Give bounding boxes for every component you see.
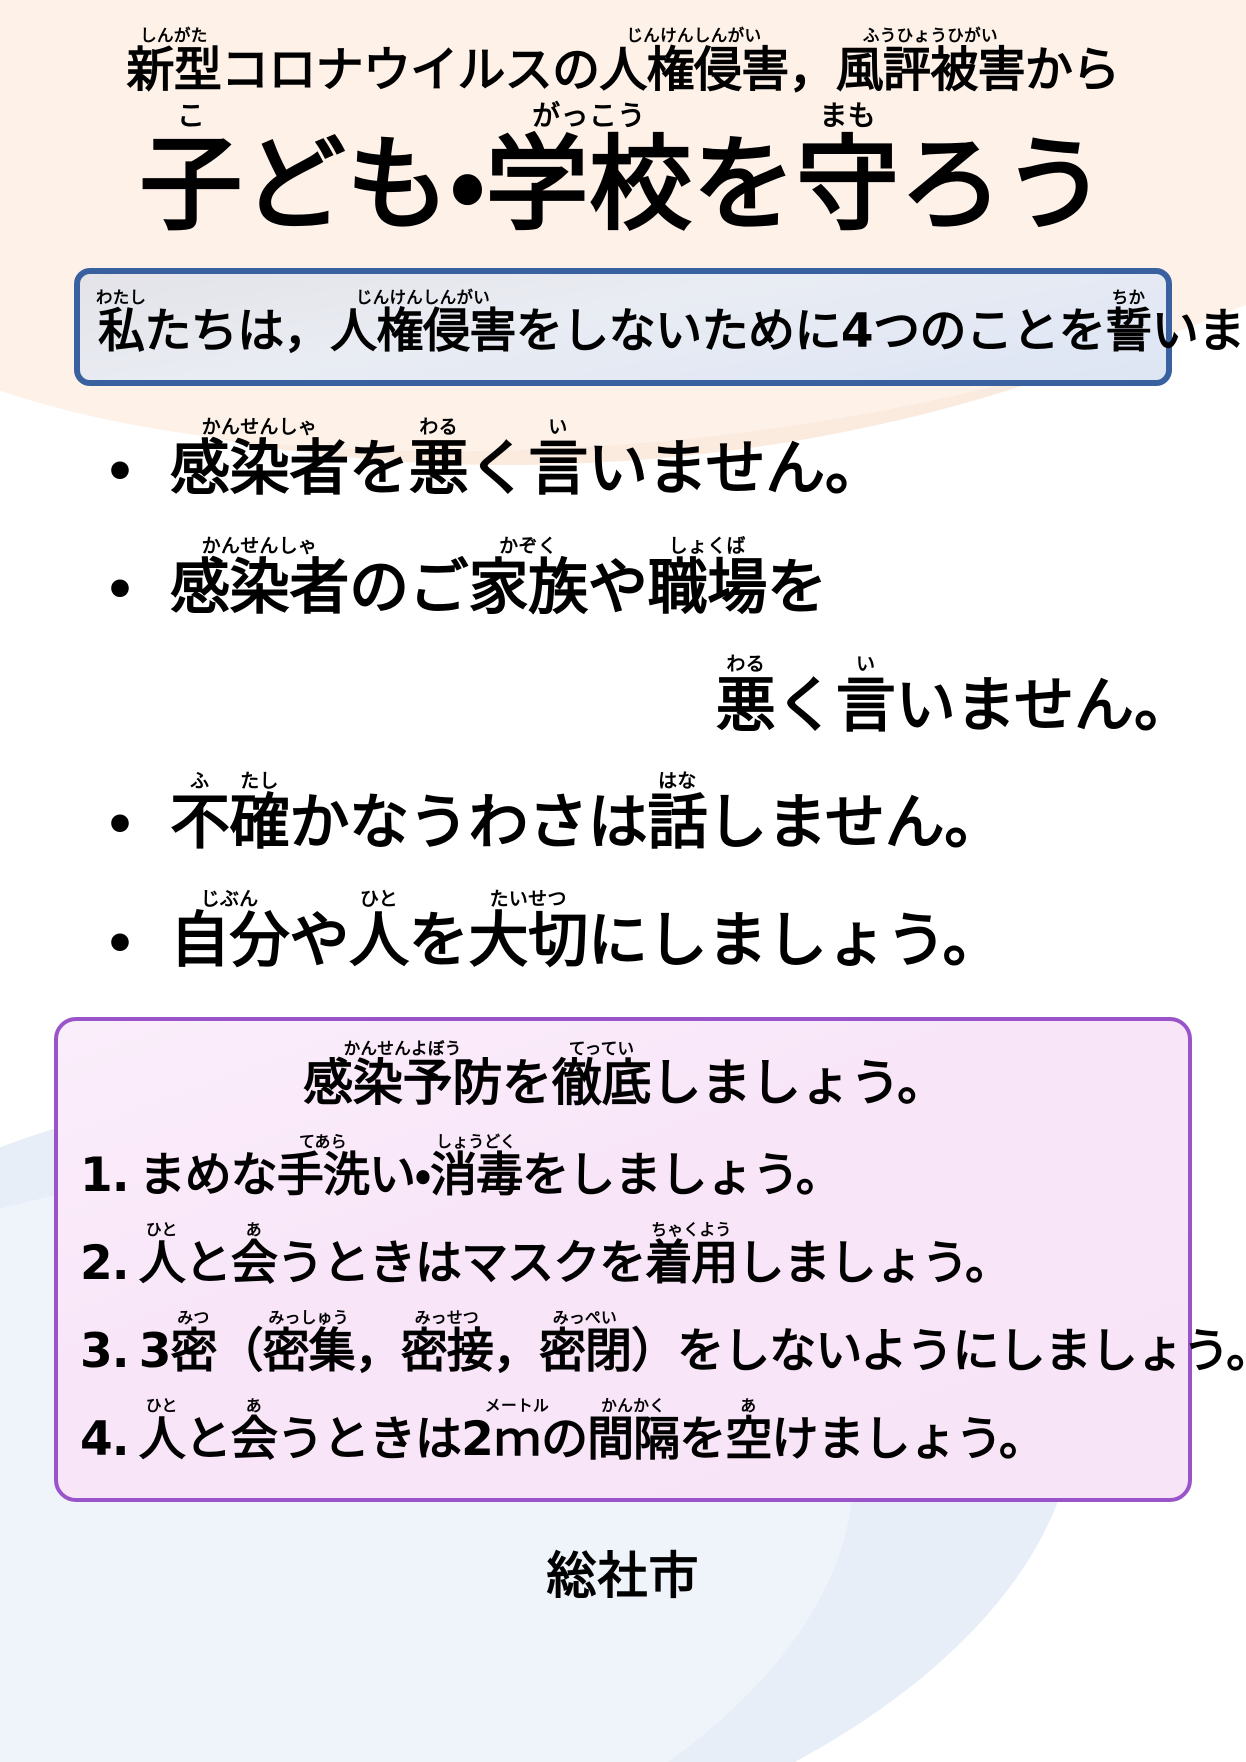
list-item: 3. 3密みつ（密集みっしゅう，密接みっせつ，密閉みっぺい）をしないようにしまし… bbox=[80, 1309, 1246, 1385]
prevention-box: 感染予防かんせんよぼうを徹底てっていしましょう。 1. まめな手洗てあらい・消毒… bbox=[54, 1016, 1246, 1503]
vow-text-continuation: 悪わるく言いいません。 bbox=[715, 653, 1194, 742]
vow-text: 自分じぶんや人ひとを大切たいせつにしましょう。 bbox=[169, 888, 1003, 977]
list-item: • 自分じぶんや人ひとを大切たいせつにしましょう。 bbox=[0, 888, 1246, 983]
issuer-name: 総社市 bbox=[546, 1547, 700, 1606]
prevention-heading: 感染予防かんせんよぼうを徹底てっていしましょう。 bbox=[303, 1038, 947, 1112]
vow-text: 不ふ確たしかなうわさは話はなしません。 bbox=[169, 769, 1004, 858]
vow-list: • 感染者かんせんしゃを悪わるく言いいません。 • 感染者かんせんしゃのご家族か… bbox=[0, 416, 1246, 983]
list-item: • 不ふ確たしかなうわさは話はなしません。 bbox=[0, 770, 1246, 865]
prevention-text: 人ひとと会あうときは2ｍメートルの間隔かんかくを空あけましょう。 bbox=[138, 1395, 1046, 1467]
pledge-statement-box: 私わたしたちは，人権侵害じんけんしんがいをしないために4つのことを誓ちかいます。 bbox=[74, 267, 1246, 386]
list-number: 2. bbox=[80, 1235, 130, 1291]
list-number: 3. bbox=[80, 1323, 130, 1379]
headline-subtitle: 新型しんがたコロナウイルスの人権侵害じんけんしんがい，風評被害ふうひょうひがいか… bbox=[126, 26, 1121, 98]
list-item: 1. まめな手洗てあらい・消毒しょうどくをしましょう。 bbox=[80, 1133, 1170, 1209]
list-item: 4. 人ひとと会あうときは2ｍメートルの間隔かんかくを空あけましょう。 bbox=[80, 1397, 1170, 1473]
pledge-statement-text: 私わたしたちは，人権侵害じんけんしんがいをしないために4つのことを誓ちかいます。 bbox=[96, 288, 1246, 359]
poster-headline: 新型しんがたコロナウイルスの人権侵害じんけんしんがい，風評被害ふうひょうひがいか… bbox=[0, 0, 1246, 252]
bullet-icon: • bbox=[104, 561, 136, 620]
bullet-icon: • bbox=[104, 796, 136, 855]
page-title: 子こども・学校がっこうを守まもろう bbox=[139, 99, 1107, 246]
list-item: • 感染者かんせんしゃを悪わるく言いいません。 bbox=[0, 416, 1246, 511]
prevention-text: 人ひとと会あうときはマスクを着用ちゃくようしましょう。 bbox=[138, 1219, 1012, 1291]
bullet-icon: • bbox=[104, 914, 136, 973]
prevention-text: まめな手洗てあらい・消毒しょうどくをしましょう。 bbox=[138, 1131, 843, 1203]
list-item: 2. 人ひとと会あうときはマスクを着用ちゃくようしましょう。 bbox=[80, 1221, 1170, 1297]
list-item: • 感染者かんせんしゃのご家族かぞくや職場しょくばを bbox=[0, 535, 1246, 630]
vow-text: 感染者かんせんしゃを悪わるく言いいません。 bbox=[169, 415, 885, 504]
prevention-text: 3密みつ（密集みっしゅう，密接みっせつ，密閉みっぺい）をしないようにしましょう。 bbox=[138, 1307, 1246, 1379]
vow-text: 感染者かんせんしゃのご家族かぞくや職場しょくばを bbox=[169, 534, 827, 623]
list-number: 4. bbox=[80, 1411, 130, 1467]
list-number: 1. bbox=[80, 1147, 130, 1203]
bullet-icon: • bbox=[104, 442, 136, 501]
prevention-list: 1. まめな手洗てあらい・消毒しょうどくをしましょう。 2. 人ひとと会あうとき… bbox=[80, 1133, 1246, 1473]
